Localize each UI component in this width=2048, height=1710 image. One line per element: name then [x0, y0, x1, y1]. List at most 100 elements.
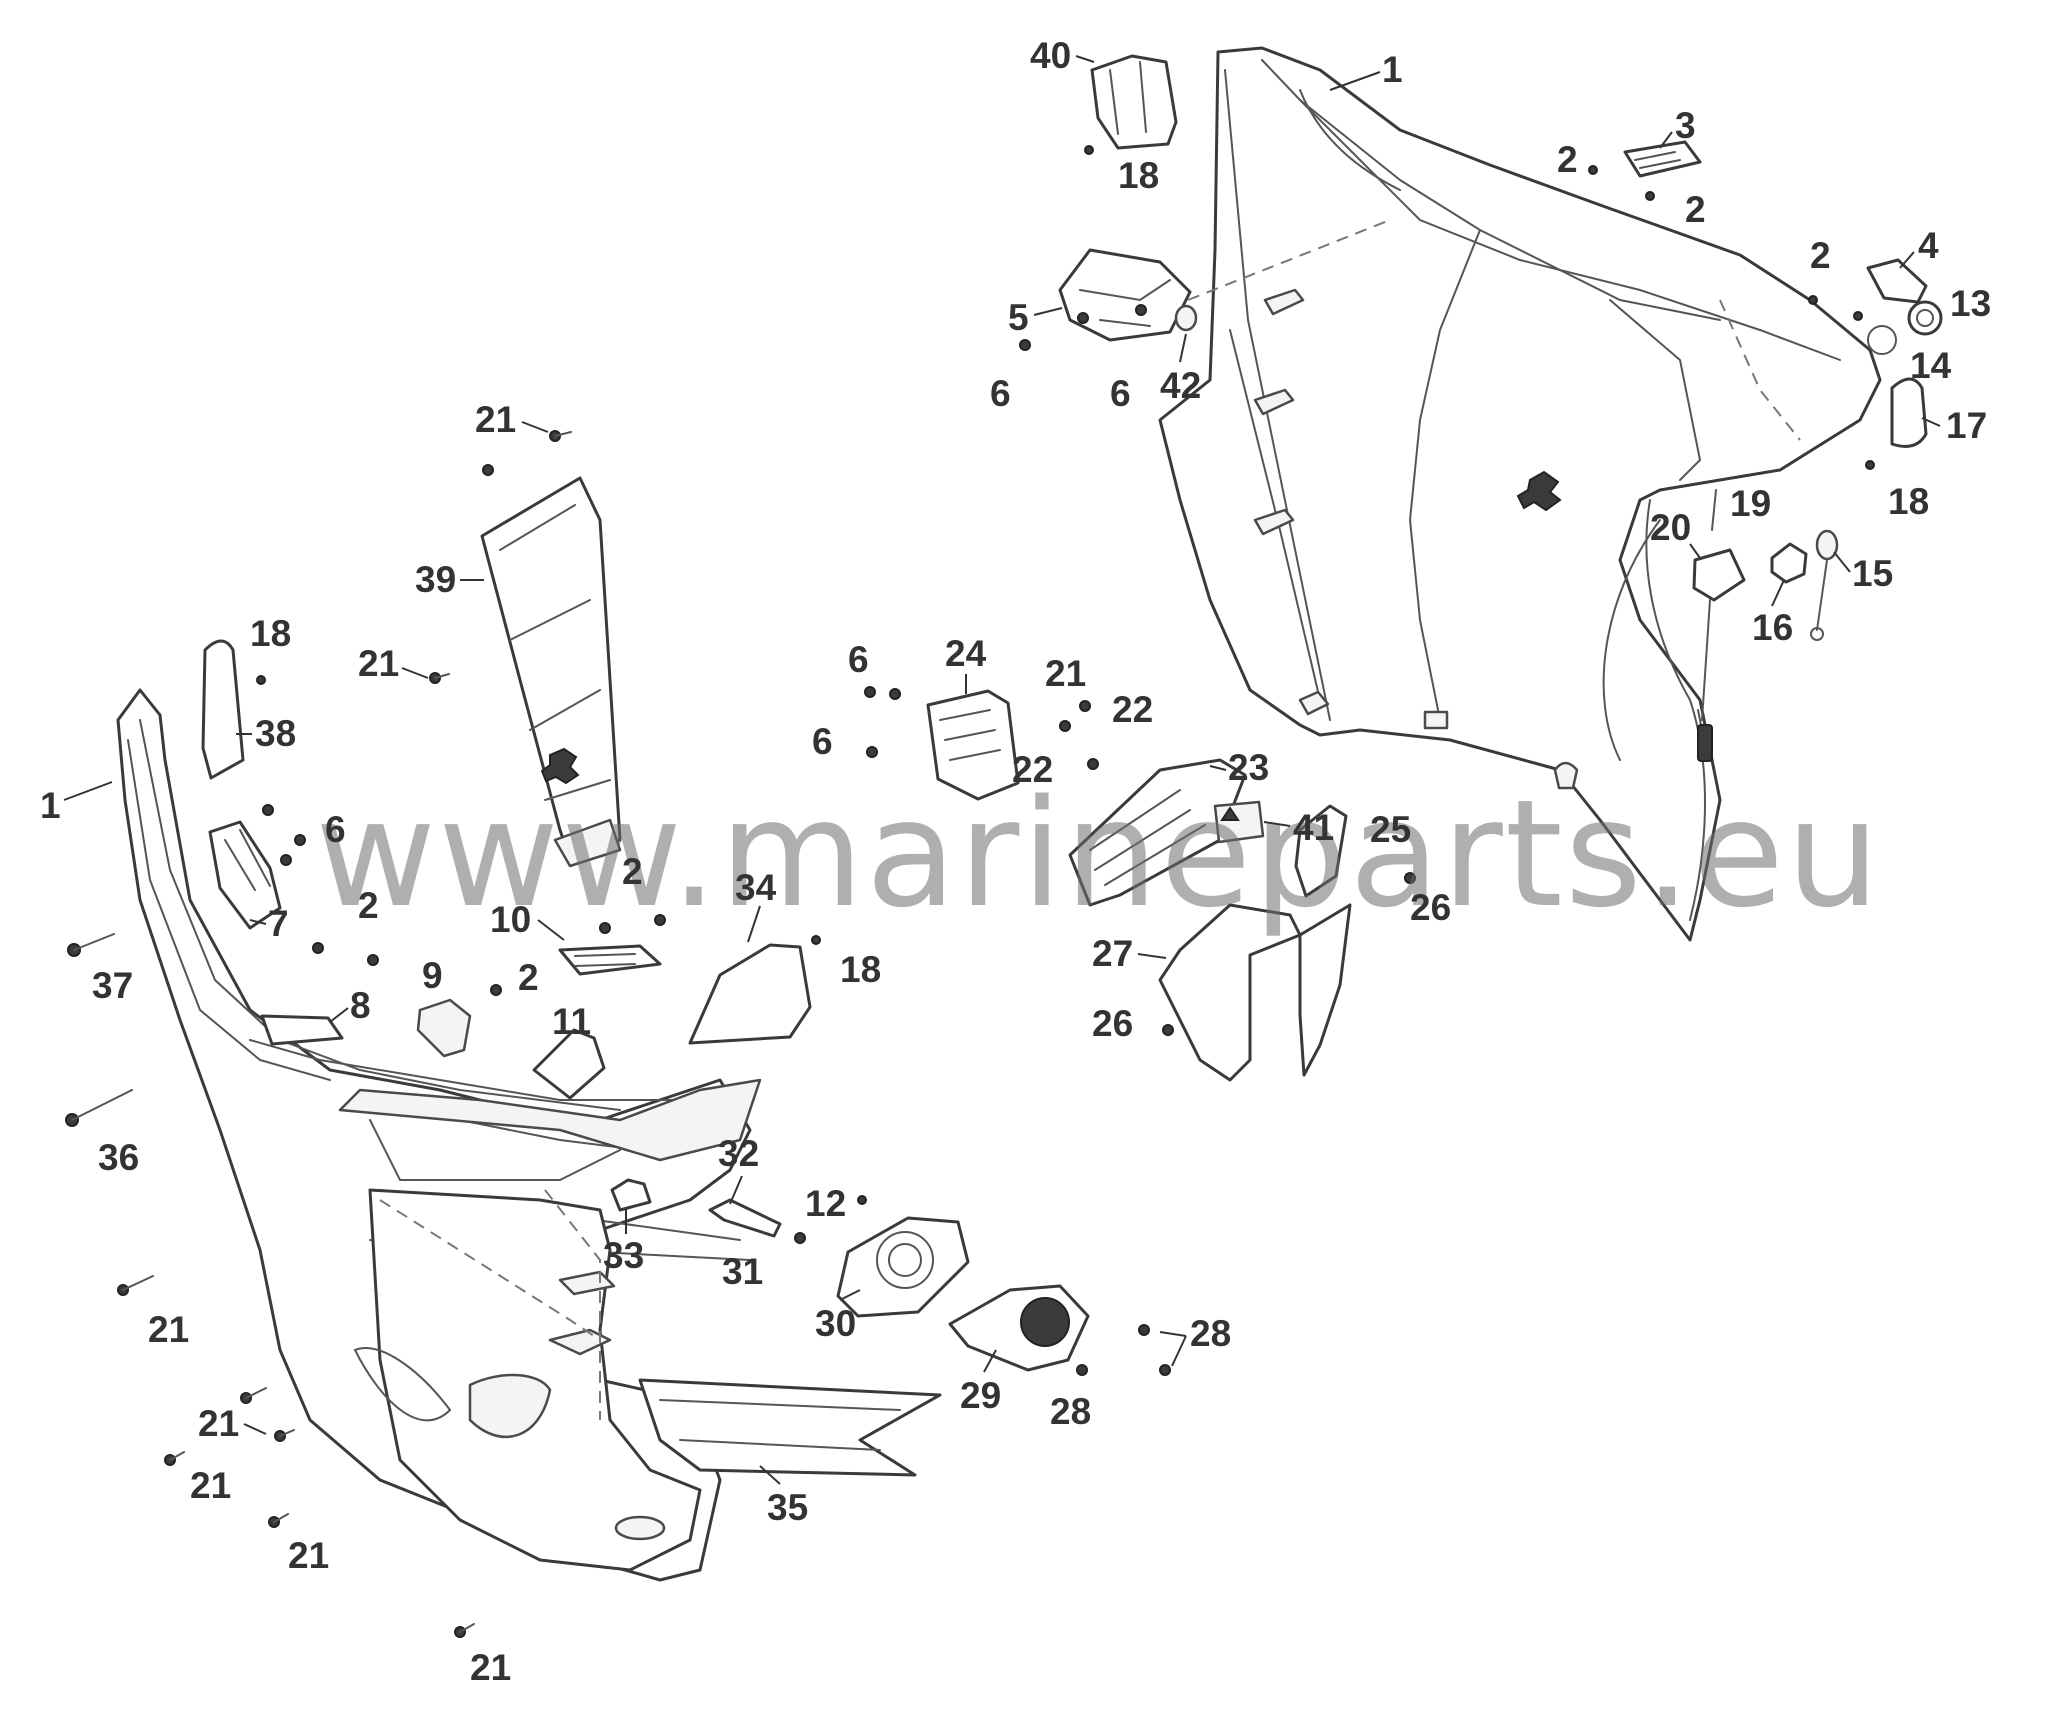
callout-label: 18 — [250, 613, 291, 654]
indicator-recess — [468, 1373, 552, 1438]
callout-label: 40 — [1030, 35, 1071, 76]
bracket-11 — [532, 1028, 606, 1100]
callout-label: 17 — [1946, 405, 1987, 446]
front-shield-front-assembly — [65, 430, 1416, 1638]
clip-9 — [416, 998, 472, 1058]
bolt-32-31 — [708, 1198, 782, 1238]
callout-label: 37 — [92, 965, 133, 1006]
callout-label: 30 — [815, 1303, 856, 1344]
cover-17 — [1890, 377, 1928, 448]
callout-label: 35 — [767, 1487, 808, 1528]
bulb-33 — [610, 1178, 652, 1212]
clip-20 — [1692, 548, 1746, 602]
callout-label: 1 — [1382, 49, 1403, 90]
callouts-right-assembly: 40 1 3 2 2 18 2 4 13 14 5 6 6 42 17 18 1… — [990, 35, 1991, 648]
callout-label: 6 — [990, 373, 1011, 414]
bracket-25 — [1294, 804, 1348, 898]
callout-label: 28 — [1190, 1313, 1231, 1354]
callout-label: 21 — [148, 1309, 189, 1350]
callout-label: 18 — [1118, 155, 1159, 196]
cover-34 — [688, 943, 812, 1045]
callout-label: 21 — [288, 1535, 329, 1576]
headlight-housing — [338, 1078, 762, 1162]
upper-right-small-parts — [1019, 54, 1943, 762]
callout-label: 29 — [960, 1375, 1001, 1416]
callout-label: 34 — [735, 867, 777, 908]
grommet-42 — [1174, 304, 1198, 332]
callout-label: 31 — [722, 1251, 763, 1292]
callout-label: 18 — [1888, 481, 1929, 522]
callout-label: 6 — [325, 809, 346, 850]
callouts-center-parts: 6 24 6 21 22 22 23 41 25 26 27 26 — [812, 633, 1451, 1044]
shield-boss — [1553, 761, 1579, 790]
bracket-8 — [260, 1014, 344, 1046]
callout-label: 2 — [1685, 189, 1706, 230]
cover-27 — [1158, 903, 1302, 1082]
bracket-4 — [1866, 258, 1928, 304]
screws-upper-right — [1019, 145, 1875, 470]
callout-label: 3 — [1675, 105, 1696, 146]
callout-label: 2 — [1810, 235, 1831, 276]
cover-38 — [201, 639, 245, 780]
panel-logo-icon — [540, 747, 580, 785]
watermark-text: www.marineparts.eu — [315, 768, 1882, 940]
callout-label: 32 — [718, 1133, 759, 1174]
cover-27-side — [1298, 903, 1352, 1077]
callout-label: 33 — [603, 1235, 644, 1276]
callout-label: 4 — [1918, 225, 1939, 266]
bracket-10 — [558, 944, 662, 976]
callout-label: 1 — [40, 785, 61, 826]
callout-label: 21 — [198, 1403, 239, 1444]
trim-strip-35 — [638, 1378, 942, 1477]
bracket-40 — [1090, 54, 1178, 150]
callout-label: 2 — [622, 851, 643, 892]
callout-label: 21 — [358, 643, 399, 684]
callout-label: 16 — [1752, 607, 1793, 648]
callout-label: 38 — [255, 713, 296, 754]
screws-left — [65, 430, 1416, 1638]
callout-label: 11 — [552, 1001, 591, 1042]
callout-label: 41 — [1293, 807, 1334, 848]
callout-label: 28 — [1050, 1391, 1091, 1432]
callout-label: 23 — [1228, 747, 1269, 788]
nut-16 — [1770, 542, 1808, 584]
callouts-left-assembly: 21 39 21 18 38 1 6 7 2 8 37 9 2 10 2 11 … — [40, 399, 881, 1042]
callout-label: 2 — [518, 957, 539, 998]
callout-label: 5 — [1008, 297, 1029, 338]
shield-clip — [1423, 710, 1449, 730]
callout-label: 13 — [1950, 283, 1991, 324]
callout-label: 42 — [1160, 365, 1201, 406]
callout-label: 19 — [1730, 483, 1771, 524]
callout-label: 27 — [1092, 933, 1133, 974]
connector-19 — [1697, 724, 1713, 762]
callout-label: 24 — [945, 633, 987, 674]
callout-label: 25 — [1370, 809, 1411, 850]
callouts-lower-left: 36 32 33 12 31 21 30 28 29 28 21 21 35 2… — [98, 1133, 1231, 1688]
fastener-13 — [1907, 300, 1943, 336]
callout-label: 15 — [1852, 553, 1893, 594]
shield-logo-icon — [1516, 470, 1562, 512]
callout-label: 39 — [415, 559, 456, 600]
callout-label: 10 — [490, 899, 531, 940]
washer-15 — [1815, 529, 1839, 561]
callout-label: 6 — [848, 639, 869, 680]
callout-label: 26 — [1410, 887, 1451, 928]
callout-label: 2 — [358, 885, 379, 926]
callout-label: 2 — [1557, 139, 1578, 180]
callout-label: 12 — [805, 1183, 846, 1224]
bracket-5 — [1058, 248, 1192, 342]
callout-label: 21 — [1045, 653, 1086, 694]
ring-14 — [1867, 325, 1897, 355]
callout-label: 20 — [1650, 507, 1691, 548]
callout-label: 22 — [1012, 749, 1053, 790]
callout-label: 9 — [422, 955, 443, 996]
callout-label: 14 — [1910, 345, 1952, 386]
callout-label: 21 — [470, 1647, 511, 1688]
callout-label: 6 — [1110, 373, 1131, 414]
callout-label: 8 — [350, 985, 371, 1026]
warning-triangle-icon — [1220, 806, 1240, 821]
callout-label: 6 — [812, 721, 833, 762]
callout-label: 26 — [1092, 1003, 1133, 1044]
callout-label: 36 — [98, 1137, 139, 1178]
